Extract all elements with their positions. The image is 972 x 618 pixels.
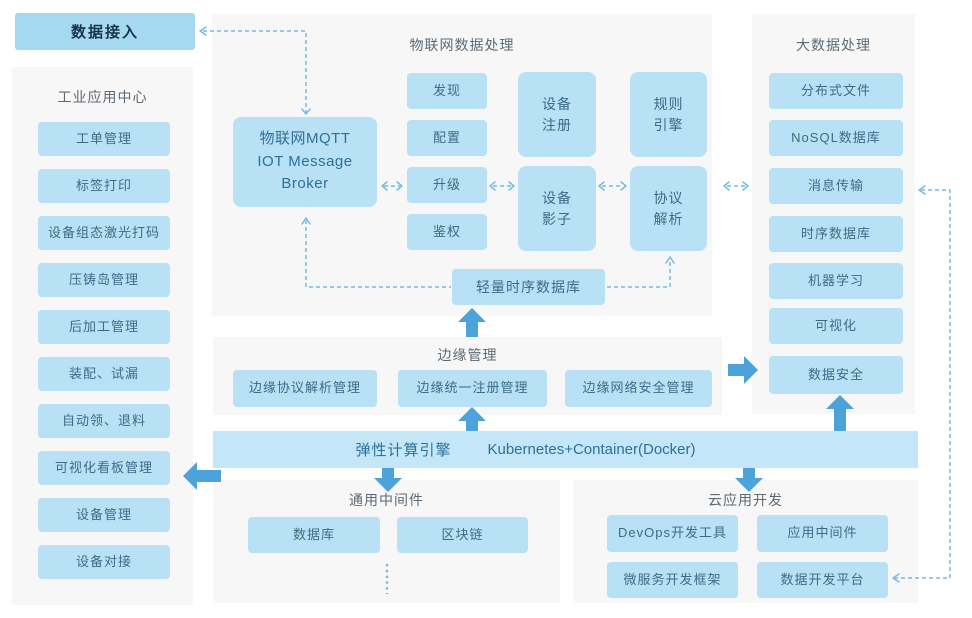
- middleware-title: 通用中间件: [349, 492, 424, 508]
- industrial-app-item: 设备对接: [38, 545, 170, 579]
- industrial-app-item: 后加工管理: [38, 310, 170, 344]
- cloud-dev-title: 云应用开发: [708, 492, 783, 508]
- cloud-dev-item: DevOps开发工具: [607, 515, 738, 552]
- industrial-app-item: 标签打印: [38, 169, 170, 203]
- edge-item: 边缘网络安全管理: [565, 370, 712, 407]
- compute-engine-band: 弹性计算引擎 Kubernetes+Container(Docker): [213, 431, 918, 468]
- light-tsdb-node: 轻量时序数据库: [452, 269, 605, 305]
- bigdata-item: 消息传输: [769, 168, 903, 204]
- industrial-app-item: 设备组态激光打码: [38, 216, 170, 250]
- iot-function-node: 鉴权: [407, 214, 487, 250]
- industrial-app-item: 自动领、退料: [38, 404, 170, 438]
- device-shadow-node: 设备 影子: [518, 166, 596, 251]
- middleware-item: 区块链: [397, 517, 528, 553]
- industrial-app-title: 工业应用中心: [57, 89, 148, 105]
- industrial-app-item: 可视化看板管理: [38, 451, 170, 485]
- industrial-app-item: 工单管理: [38, 122, 170, 156]
- cloud-dev-item: 应用中间件: [757, 515, 888, 552]
- iot-function-node: 升级: [407, 167, 487, 203]
- rule-engine-node: 规则 引擎: [630, 72, 707, 157]
- kubernetes-label: Kubernetes+Container(Docker): [487, 441, 696, 458]
- iot-function-node: 发现: [407, 73, 487, 109]
- industrial-app-item: 设备管理: [38, 498, 170, 532]
- industrial-app-item: 压铸岛管理: [38, 263, 170, 297]
- iot-title: 物联网数据处理: [409, 37, 515, 53]
- bigdata-item: NoSQL数据库: [769, 120, 903, 156]
- bigdata-title: 大数据处理: [796, 37, 871, 53]
- iot-function-node: 配置: [407, 120, 487, 156]
- cloud-dev-item: 数据开发平台: [757, 562, 888, 598]
- cloud-dev-item: 微服务开发框架: [607, 562, 738, 598]
- broker-line: 物联网MQTT: [259, 130, 351, 148]
- device-register-node: 设备 注册: [518, 72, 596, 157]
- middleware-item: 数据库: [248, 517, 380, 553]
- bigdata-item: 可视化: [769, 308, 903, 344]
- edge-title: 边缘管理: [437, 347, 498, 363]
- broker-line: Broker: [281, 175, 329, 193]
- broker-line: IOT Message: [257, 152, 353, 170]
- data-access-button: 数据接入: [15, 13, 195, 50]
- industrial-app-item: 装配、试漏: [38, 357, 170, 391]
- compute-engine-label: 弹性计算引擎: [355, 442, 452, 459]
- bigdata-item: 机器学习: [769, 263, 903, 299]
- bigdata-item: 数据安全: [769, 356, 903, 394]
- edge-item: 边缘协议解析管理: [233, 370, 377, 407]
- bigdata-item: 时序数据库: [769, 216, 903, 252]
- dashed-iot-to-bigdata: [723, 181, 749, 191]
- bigdata-item: 分布式文件: [769, 73, 903, 109]
- edge-item: 边缘统一注册管理: [398, 370, 547, 407]
- mqtt-broker-node: 物联网MQTT IOT Message Broker: [233, 117, 377, 207]
- protocol-parse-node: 协议 解析: [630, 166, 707, 251]
